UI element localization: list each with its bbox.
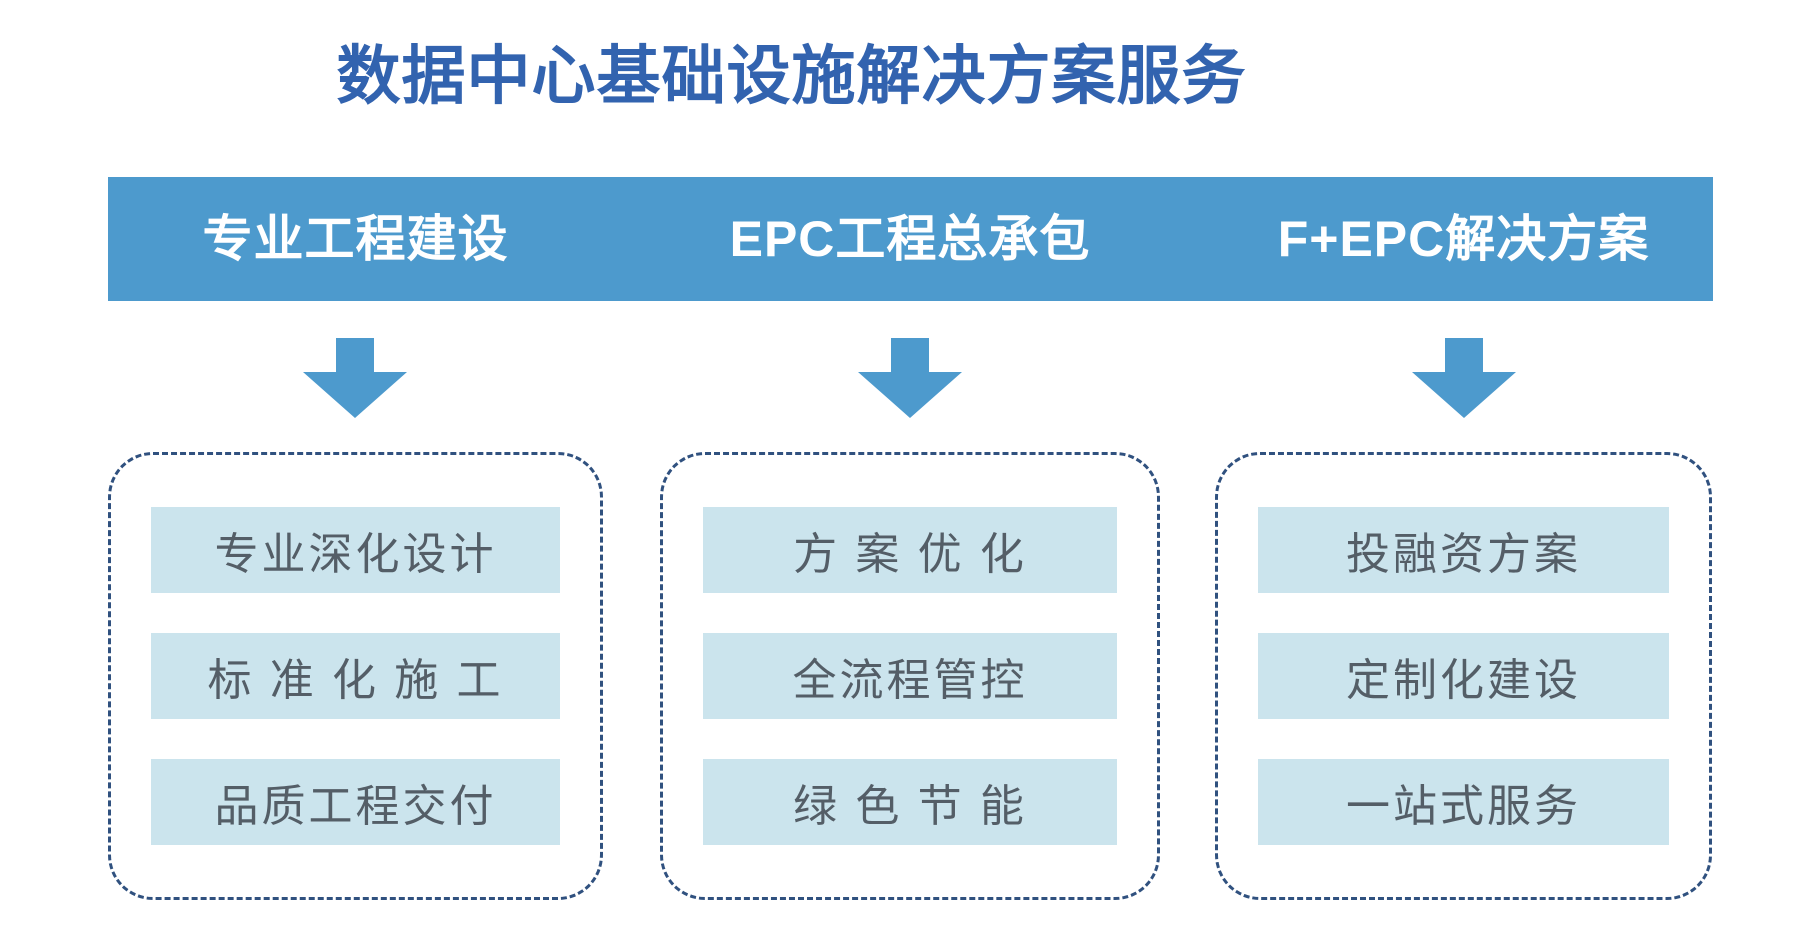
header-band xyxy=(108,177,1713,301)
service-item: 品质工程交付 xyxy=(151,759,560,845)
column-box-professional-construction: 专业深化设计 标 准 化 施 工 品质工程交付 xyxy=(108,452,603,900)
service-item: 绿 色 节 能 xyxy=(703,759,1117,845)
down-arrow-icon xyxy=(1412,338,1516,418)
service-item: 定制化建设 xyxy=(1258,633,1669,719)
service-item: 投融资方案 xyxy=(1258,507,1669,593)
service-item: 专业深化设计 xyxy=(151,507,560,593)
column-box-f-epc-solution: 投融资方案 定制化建设 一站式服务 xyxy=(1215,452,1712,900)
service-item: 方 案 优 化 xyxy=(703,507,1117,593)
page-title: 数据中心基础设施解决方案服务 xyxy=(336,40,1247,112)
service-item: 全流程管控 xyxy=(703,633,1117,719)
down-arrow-icon xyxy=(858,338,962,418)
header-label-epc-contracting: EPC工程总承包 xyxy=(729,211,1091,267)
service-item: 标 准 化 施 工 xyxy=(151,633,560,719)
column-box-epc-contracting: 方 案 优 化 全流程管控 绿 色 节 能 xyxy=(660,452,1160,900)
service-item: 一站式服务 xyxy=(1258,759,1669,845)
header-label-f-epc-solution: F+EPC解决方案 xyxy=(1277,211,1650,267)
header-label-professional-construction: 专业工程建设 xyxy=(202,211,509,267)
down-arrow-icon xyxy=(303,338,407,418)
